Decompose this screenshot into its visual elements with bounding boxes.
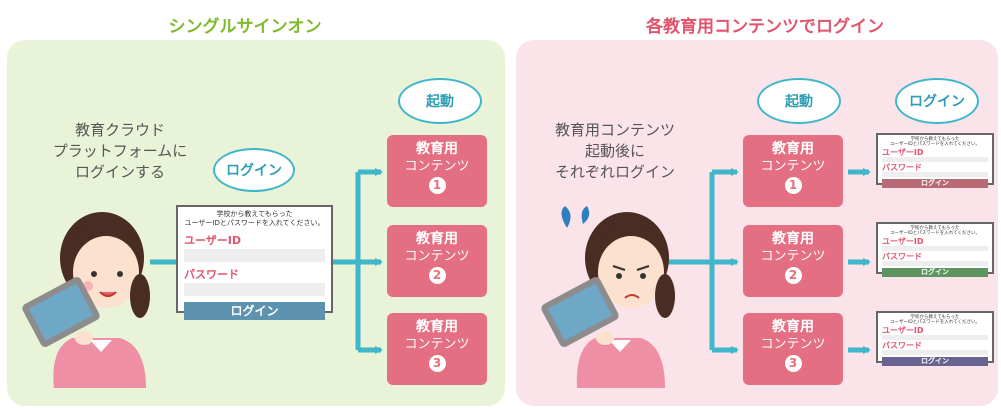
password-label: パスワード bbox=[882, 341, 922, 350]
left-desc-line-2: プラットフォームに bbox=[52, 142, 188, 160]
right-login-form-2: 学校から教えてもらった ユーザーIDとパスワードを入れてください。 ユーザーID… bbox=[876, 222, 994, 277]
content-number-badge: 2 bbox=[428, 267, 446, 284]
content-title: 教育用 bbox=[416, 231, 458, 247]
content-title: 教育用 bbox=[416, 141, 458, 157]
left-description: 教育クラウド プラットフォームに ログインする bbox=[40, 120, 200, 183]
left-content-box-1: 教育用 コンテンツ 1 bbox=[387, 135, 487, 207]
user-id-field[interactable] bbox=[882, 246, 988, 251]
password-label: パスワード bbox=[882, 252, 922, 261]
right-content-box-2: 教育用 コンテンツ 2 bbox=[743, 225, 843, 297]
content-subtitle: コンテンツ bbox=[404, 159, 470, 174]
password-field[interactable] bbox=[184, 283, 325, 296]
right-title: 各教育用コンテンツでログイン bbox=[646, 17, 884, 37]
user-id-field[interactable] bbox=[882, 157, 988, 162]
content-subtitle: コンテンツ bbox=[760, 159, 826, 174]
girl-with-tablet-worried-illustration bbox=[541, 206, 675, 388]
login-form-instructions-line-1: 学校から教えてもらった bbox=[216, 210, 293, 218]
left-desc-line-3: ログインする bbox=[74, 163, 165, 181]
content-subtitle: コンテンツ bbox=[760, 249, 826, 264]
content-number-badge: 3 bbox=[428, 355, 446, 372]
login-button[interactable]: ログイン bbox=[882, 268, 988, 277]
login-form-instructions: 学校から教えてもらった ユーザーIDとパスワードを入れてください。 bbox=[878, 226, 992, 236]
content-title: 教育用 bbox=[772, 319, 814, 335]
right-login-oval: ログイン bbox=[895, 78, 979, 124]
content-subtitle: コンテンツ bbox=[404, 337, 470, 352]
instructions-line-1: 学校から教えてもらった bbox=[910, 315, 960, 320]
right-desc-line-3: それぞれログイン bbox=[554, 163, 675, 181]
login-button[interactable]: ログイン bbox=[184, 302, 325, 320]
content-number-badge: 1 bbox=[784, 177, 802, 194]
instructions-line-2: ユーザーIDとパスワードを入れてください。 bbox=[890, 142, 980, 147]
instructions-line-2: ユーザーIDとパスワードを入れてください。 bbox=[890, 231, 980, 236]
right-start-oval: 起動 bbox=[757, 78, 841, 124]
right-login-form-3: 学校から教えてもらった ユーザーIDとパスワードを入れてください。 ユーザーID… bbox=[876, 311, 994, 366]
left-title: シングルサインオン bbox=[168, 17, 322, 37]
right-desc-line-1: 教育用コンテンツ bbox=[554, 121, 675, 139]
password-label: パスワード bbox=[882, 163, 922, 172]
password-field[interactable] bbox=[882, 261, 988, 266]
user-id-label: ユーザーID bbox=[882, 237, 924, 246]
content-subtitle: コンテンツ bbox=[404, 249, 470, 264]
right-content-box-1: 教育用 コンテンツ 1 bbox=[743, 135, 843, 207]
password-label: パスワード bbox=[184, 268, 239, 281]
login-button[interactable]: ログイン bbox=[882, 357, 988, 366]
content-number-badge: 3 bbox=[784, 355, 802, 372]
login-form-instructions: 学校から教えてもらった ユーザーIDとパスワードを入れてください。 bbox=[878, 137, 992, 147]
left-desc-line-1: 教育クラウド bbox=[74, 121, 165, 139]
content-number-badge: 1 bbox=[428, 177, 446, 194]
girl-with-tablet-illustration bbox=[22, 212, 150, 388]
left-content-box-2: 教育用 コンテンツ 2 bbox=[387, 225, 487, 297]
password-field[interactable] bbox=[882, 172, 988, 177]
right-connectors bbox=[665, 168, 871, 354]
instructions-line-1: 学校から教えてもらった bbox=[910, 226, 960, 231]
content-title: 教育用 bbox=[772, 141, 814, 157]
user-id-label: ユーザーID bbox=[184, 234, 242, 247]
user-id-label: ユーザーID bbox=[882, 148, 924, 157]
content-number-badge: 2 bbox=[784, 267, 802, 284]
user-id-field[interactable] bbox=[882, 335, 988, 340]
left-login-oval: ログイン bbox=[213, 148, 295, 192]
content-title: 教育用 bbox=[772, 231, 814, 247]
user-id-label: ユーザーID bbox=[882, 326, 924, 335]
left-login-form: 学校から教えてもらった ユーザーIDとパスワードを入れてください。 ユーザーID… bbox=[176, 205, 333, 320]
password-field[interactable] bbox=[882, 350, 988, 355]
login-form-instructions: 学校から教えてもらった ユーザーIDとパスワードを入れてください。 bbox=[878, 315, 992, 325]
left-start-oval: 起動 bbox=[398, 78, 482, 124]
login-form-instructions: 学校から教えてもらった ユーザーIDとパスワードを入れてください。 bbox=[178, 210, 331, 228]
user-id-field[interactable] bbox=[184, 249, 325, 262]
right-login-form-1: 学校から教えてもらった ユーザーIDとパスワードを入れてください。 ユーザーID… bbox=[876, 133, 994, 188]
login-button[interactable]: ログイン bbox=[882, 179, 988, 188]
left-connectors bbox=[150, 168, 383, 354]
instructions-line-1: 学校から教えてもらった bbox=[910, 137, 960, 142]
right-description: 教育用コンテンツ 起動後に それぞれログイン bbox=[530, 120, 700, 183]
right-content-box-3: 教育用 コンテンツ 3 bbox=[743, 313, 843, 385]
content-title: 教育用 bbox=[416, 319, 458, 335]
instructions-line-2: ユーザーIDとパスワードを入れてください。 bbox=[890, 320, 980, 325]
right-desc-line-2: 起動後に bbox=[584, 142, 645, 160]
login-form-instructions-line-2: ユーザーIDとパスワードを入れてください。 bbox=[184, 219, 325, 227]
content-subtitle: コンテンツ bbox=[760, 337, 826, 352]
left-content-box-3: 教育用 コンテンツ 3 bbox=[387, 313, 487, 385]
